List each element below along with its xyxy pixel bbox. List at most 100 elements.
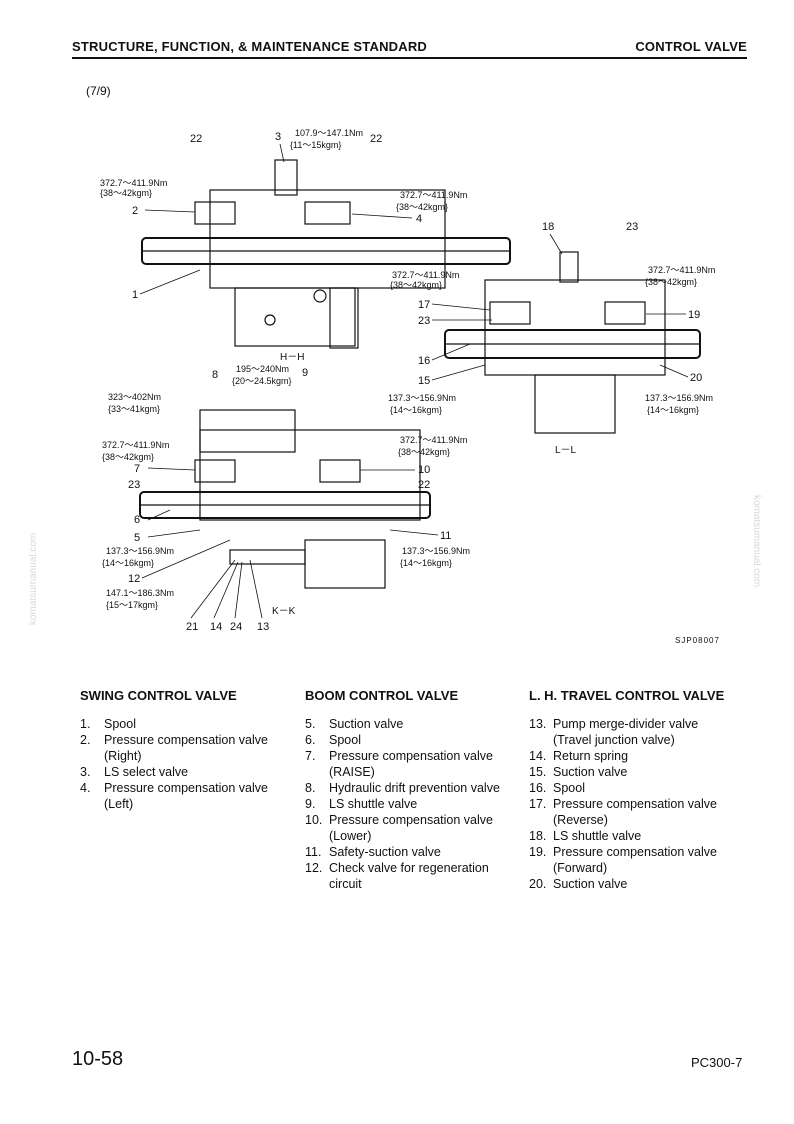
header-section-title: STRUCTURE, FUNCTION, & MAINTENANCE STAND… (72, 39, 428, 54)
section-label-ll: L－L (555, 445, 577, 456)
list-item: 1.Spool (80, 717, 136, 731)
torque-label: {38～42kgm} (645, 277, 697, 287)
callout-19: 19 (688, 309, 700, 321)
callout-13: 13 (257, 621, 269, 633)
torque-label: 372.7～411.9Nm (400, 190, 467, 200)
list-item: 20.Suction valve (529, 877, 628, 891)
torque-label: 372.7～411.9Nm (400, 435, 467, 445)
callout-16: 16 (418, 355, 430, 367)
torque-label: 107.9～147.1Nm (295, 128, 363, 138)
swing-list-title: SWING CONTROL VALVE (80, 688, 237, 703)
list-item: 8.Hydraulic drift prevention valve (305, 781, 500, 795)
list-item: 15.Suction valve (529, 765, 628, 779)
callout-11: 11 (440, 530, 451, 542)
list-item: 3.LS select valve (80, 765, 189, 779)
torque-label: {14～16kgm} (400, 558, 452, 568)
travel-control-valve-list: L. H. TRAVEL CONTROL VALVE 13.Pump merge… (529, 688, 739, 892)
list-item: 18.LS shuttle valve (529, 829, 642, 843)
callout-4: 4 (416, 213, 422, 225)
section-kk-drawing: K－K (139, 409, 431, 617)
leader-lines (139, 143, 689, 619)
list-item: 6.Spool (305, 733, 361, 747)
callout-21: 21 (186, 621, 198, 633)
list-item: 17.Pressure compensation valve (Reverse) (529, 797, 717, 827)
callout-23: 23 (418, 315, 430, 327)
swing-control-valve-list: SWING CONTROL VALVE 1.Spool 2.Pressure c… (80, 688, 275, 812)
torque-label: {38～42kgm} (398, 447, 450, 457)
callout-5: 5 (134, 532, 140, 544)
callout-23: 23 (128, 479, 140, 491)
torque-label: {11～15kgm} (290, 140, 341, 150)
list-item: 7.Pressure compensation valve (RAISE) (305, 749, 493, 779)
list-item: 12.Check valve for regeneration circuit (305, 861, 489, 891)
callout-14: 14 (210, 621, 222, 633)
torque-label: 372.7～411.9Nm (100, 178, 167, 188)
torque-label: {14～16kgm} (647, 405, 699, 415)
watermark-right: komatsumanual.com (751, 495, 762, 588)
callout-17: 17 (418, 299, 430, 311)
callout-7: 7 (134, 463, 140, 475)
torque-label: 372.7～411.9Nm (648, 265, 715, 275)
list-item: 5.Suction valve (305, 717, 404, 731)
control-valve-figure: H－H L－L K－K 107.9～147.1Nm {11～15kg (90, 120, 750, 650)
callout-22: 22 (370, 133, 382, 145)
callout-24: 24 (230, 621, 242, 633)
callout-22: 22 (418, 479, 430, 491)
page-number: 10-58 (72, 1048, 124, 1070)
travel-list-title: L. H. TRAVEL CONTROL VALVE (529, 688, 725, 703)
list-item: 13.Pump merge-divider valve (Travel junc… (529, 717, 699, 747)
torque-label: {14～16kgm} (102, 558, 154, 568)
callout-9: 9 (302, 367, 308, 379)
callout-1: 1 (132, 289, 138, 301)
callout-10: 10 (418, 464, 430, 476)
torque-label: 372.7～411.9Nm (392, 270, 459, 280)
torque-label: 372.7～411.9Nm (102, 440, 169, 450)
callout-22: 22 (190, 133, 202, 145)
callout-3: 3 (275, 131, 281, 143)
callout-15: 15 (418, 375, 430, 387)
machine-model: PC300-7 (691, 1055, 743, 1070)
torque-label: {15～17kgm} (106, 600, 158, 610)
watermark-left: komatsumanual.com (28, 532, 39, 625)
list-item: 4.Pressure compensation valve (Left) (80, 781, 268, 811)
list-item: 14.Return spring (529, 749, 629, 763)
section-label-kk: K－K (272, 606, 296, 617)
torque-label: {38～42kgm} (396, 202, 448, 212)
torque-label: 147.1～186.3Nm (106, 588, 174, 598)
section-ll-drawing: L－L (444, 251, 701, 456)
section-hh-drawing: H－H (141, 159, 511, 363)
torque-label: 137.3～156.9Nm (402, 546, 470, 556)
torque-label: 137.3～156.9Nm (388, 393, 456, 403)
torque-label: 323～402Nm (108, 392, 161, 402)
torque-label: {33～41kgm} (108, 404, 160, 414)
callout-20: 20 (690, 372, 702, 384)
torque-label: {38～42kgm} (100, 188, 152, 198)
list-item: 10.Pressure compensation valve (Lower) (305, 813, 493, 843)
callout-2: 2 (132, 205, 138, 217)
list-item: 9.LS shuttle valve (305, 797, 418, 811)
callout-23: 23 (626, 221, 638, 233)
page-header: STRUCTURE, FUNCTION, & MAINTENANCE STAND… (72, 34, 747, 59)
page-sequence: (7/9) (86, 84, 111, 98)
callout-18: 18 (542, 221, 554, 233)
figure-code: SJP08007 (675, 636, 720, 645)
list-item: 2.Pressure compensation valve (Right) (80, 733, 268, 763)
torque-label: 137.3～156.9Nm (645, 393, 713, 403)
list-item: 11.Safety-suction valve (305, 845, 441, 859)
torque-label: 195～240Nm (236, 364, 289, 374)
torque-label: 137.3～156.9Nm (106, 546, 174, 556)
section-label-hh: H－H (280, 352, 304, 363)
torque-label: {38～42kgm} (102, 452, 154, 462)
boom-list-title: BOOM CONTROL VALVE (305, 688, 459, 703)
torque-label: {20～24.5kgm} (232, 376, 292, 386)
list-item: 16.Spool (529, 781, 585, 795)
callout-12: 12 (128, 573, 140, 585)
control-valve-drawing: H－H L－L K－K 107.9～147.1Nm {11～15kg (100, 128, 715, 633)
boom-control-valve-list: BOOM CONTROL VALVE 5.Suction valve 6.Spo… (305, 688, 510, 892)
header-chapter-title: CONTROL VALVE (635, 39, 747, 54)
callout-8: 8 (212, 369, 218, 381)
torque-label: {38～42kgm} (390, 280, 442, 290)
callout-6: 6 (134, 514, 140, 526)
list-item: 19.Pressure compensation valve (Forward) (529, 845, 717, 875)
torque-label: {14～16kgm} (390, 405, 442, 415)
